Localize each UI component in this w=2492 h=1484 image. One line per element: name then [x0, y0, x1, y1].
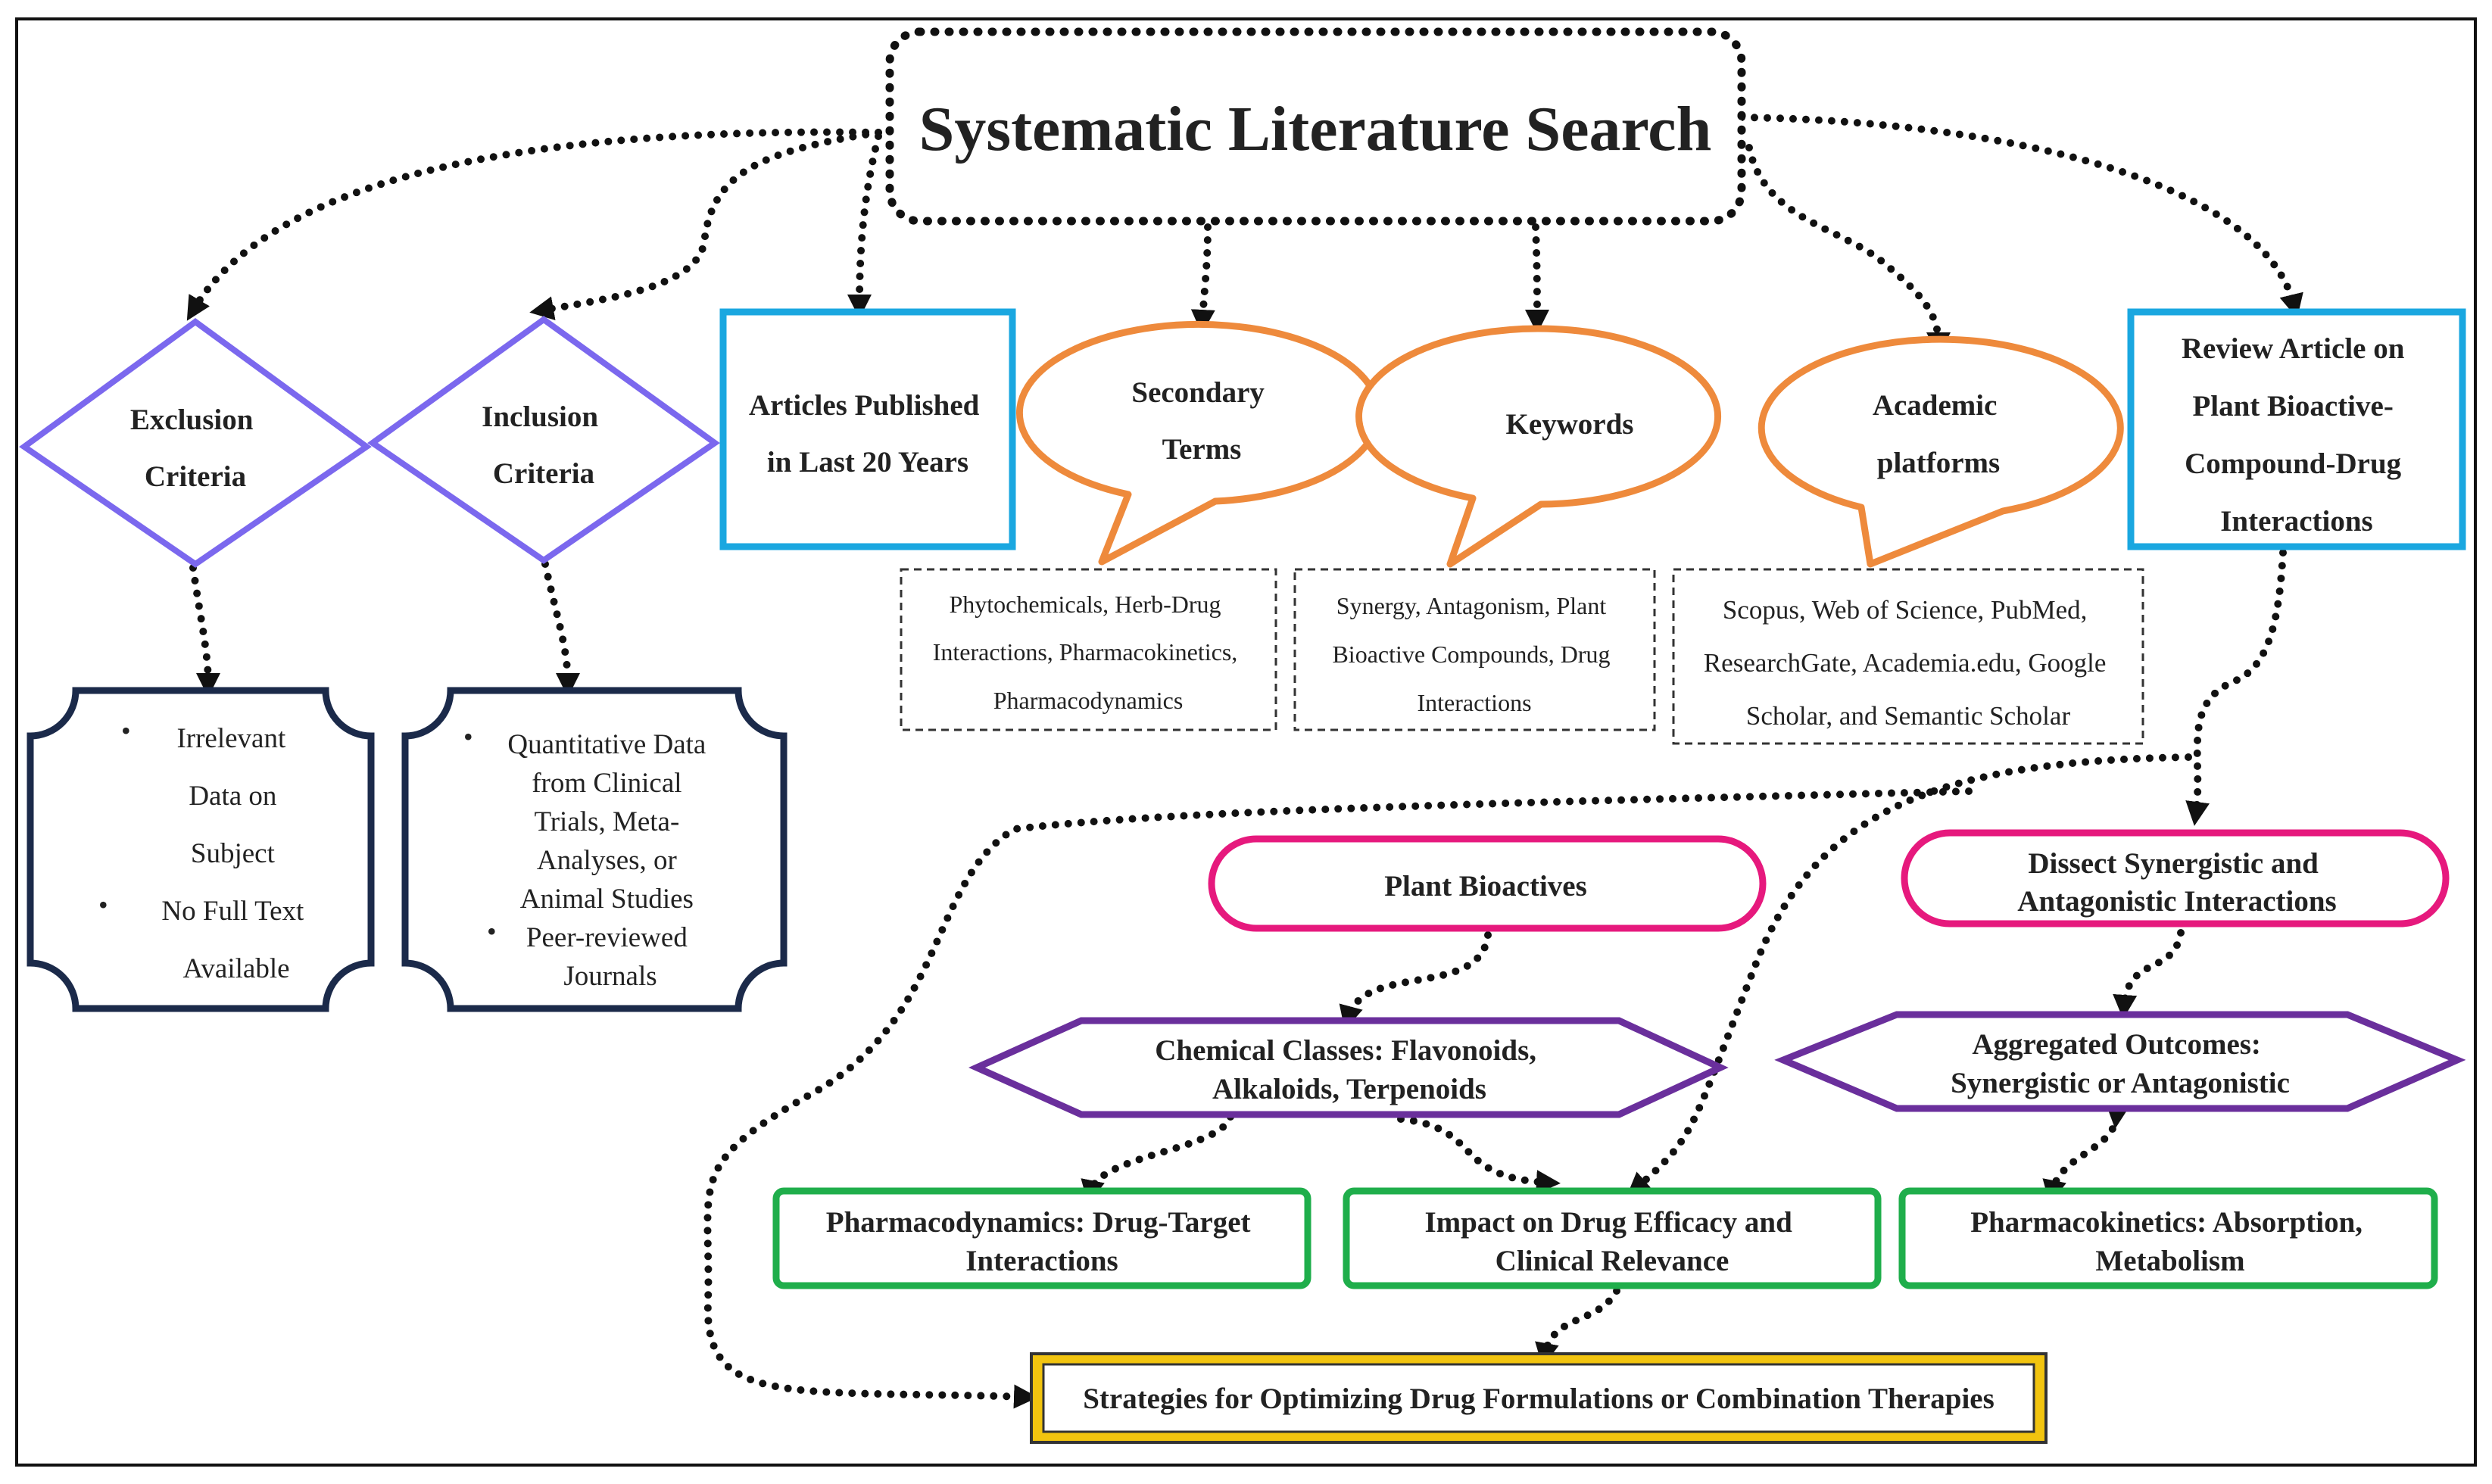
exclusion-criteria-label: Exclusion Criteria — [130, 404, 260, 493]
arrow-exclusion-to-card — [189, 564, 220, 697]
review-box: Review Article on Plant Bioactive- Compo… — [2127, 308, 2466, 550]
arrow-title-to-exclusion — [186, 128, 882, 321]
inclusion-diamond: Inclusion Criteria — [367, 316, 720, 564]
title-node: Systematic Literature Search — [885, 27, 1746, 226]
inclusion-card: • • Quantitative Data from Clinical Tria… — [401, 687, 788, 1012]
plant-bioactives-oval: Plant Bioactives — [1208, 835, 1767, 932]
exclusion-bullet-2: • — [98, 890, 108, 920]
inclusion-criteria-label: Inclusion Criteria — [482, 401, 606, 490]
articles-box: Articles Published in Last 20 Years — [719, 308, 1016, 550]
strategies-label: Strategies for Optimizing Drug Formulati… — [1083, 1383, 1995, 1415]
pharmacodynamics-box: Pharmacodynamics: Drug-Target Interactio… — [772, 1187, 1311, 1289]
arrow-title-to-keywords — [1524, 223, 1549, 335]
arrow-title-to-articles — [847, 132, 882, 320]
inclusion-card-text: Quantitative Data from Clinical Trials, … — [507, 729, 713, 992]
keywords-label: Keywords — [1506, 408, 1634, 441]
arrow-chemical-to-impact — [1397, 1115, 1561, 1195]
keywords-box: Synergy, Antagonism, Plant Bioactive Com… — [1293, 568, 1656, 731]
academic-platforms-text: Scopus, Web of Science, PubMed, Research… — [1704, 595, 2113, 731]
keywords-bubble: Keywords — [1355, 325, 1722, 568]
academic-platforms-bubble: Academic platforms — [1757, 335, 2124, 568]
arrow-title-to-secondary — [1190, 223, 1215, 334]
academic-platforms-label: Academic platforms — [1873, 389, 2004, 479]
secondary-terms-box: Phytochemicals, Herb-Drug Interactions, … — [900, 568, 1277, 731]
exclusion-card: • • Irrelevant Data on Subject No Full T… — [27, 687, 375, 1012]
impact-box: Impact on Drug Efficacy and Clinical Rel… — [1343, 1187, 1882, 1289]
arrow-review-to-dissect — [2185, 549, 2287, 826]
arrow-loop-to-strategies — [703, 787, 1973, 1409]
review-box-label: Review Article on Plant Bioactive- Compo… — [2182, 332, 2412, 538]
strategies-box: Strategies for Optimizing Drug Formulati… — [1030, 1352, 2048, 1444]
page-title: Systematic Literature Search — [919, 94, 1712, 164]
arrow-title-to-academic — [1745, 144, 1951, 357]
arrow-title-to-inclusion — [529, 129, 882, 320]
dissect-interactions-oval: Dissect Synergistic and Antagonistic Int… — [1901, 829, 2450, 928]
plant-bioactives-label: Plant Bioactives — [1384, 870, 1587, 903]
inclusion-bullet-1: • — [463, 722, 473, 752]
aggregated-outcomes-hexagon: Aggregated Outcomes: Synergistic or Anta… — [1774, 1011, 2466, 1112]
dissect-interactions-label: Dissect Synergistic and Antagonistic Int… — [2017, 847, 2336, 918]
arrow-title-to-review — [1738, 114, 2303, 319]
secondary-terms-label: Secondary Terms — [1131, 376, 1271, 466]
chemical-classes-hexagon: Chemical Classes: Flavonoids, Alkaloids,… — [968, 1017, 1729, 1118]
arrow-chemical-to-pharmacodynamics — [1081, 1113, 1234, 1205]
arrow-review-to-impact — [1626, 753, 2192, 1197]
arrow-inclusion-to-card — [541, 560, 580, 697]
secondary-terms-text: Phytochemicals, Herb-Drug Interactions, … — [933, 591, 1244, 714]
arrow-dissect-to-aggregated — [2113, 929, 2185, 1019]
arrow-plant-to-chemical — [1339, 931, 1492, 1030]
articles-box-label: Articles Published in Last 20 Years — [749, 389, 987, 479]
inclusion-bullet-2: • — [487, 916, 497, 946]
exclusion-bullet-1: • — [121, 716, 131, 746]
aggregated-outcomes-label: Aggregated Outcomes: Synergistic or Anta… — [1951, 1028, 2290, 1099]
academic-platforms-box: Scopus, Web of Science, PubMed, Research… — [1672, 568, 2144, 745]
pharmacokinetics-label: Pharmacokinetics: Absorption, Metabolism — [1970, 1206, 2370, 1277]
exclusion-card-text: Irrelevant Data on Subject No Full Text … — [161, 723, 310, 984]
connectors — [186, 114, 2303, 1409]
exclusion-diamond: Exclusion Criteria — [19, 318, 372, 568]
pharmacokinetics-box: Pharmacokinetics: Absorption, Metabolism — [1898, 1187, 2438, 1289]
pharmacodynamics-label: Pharmacodynamics: Drug-Target Interactio… — [826, 1206, 1258, 1277]
secondary-terms-bubble: Secondary Terms — [1016, 321, 1382, 566]
impact-label: Impact on Drug Efficacy and Clinical Rel… — [1424, 1206, 1799, 1277]
chemical-classes-label: Chemical Classes: Flavonoids, Alkaloids,… — [1155, 1034, 1544, 1105]
arrow-aggregated-to-pharmacokinetics — [2042, 1103, 2130, 1205]
keywords-text: Synergy, Antagonism, Plant Bioactive Com… — [1332, 592, 1616, 716]
arrow-impact-to-strategies — [1535, 1287, 1620, 1367]
